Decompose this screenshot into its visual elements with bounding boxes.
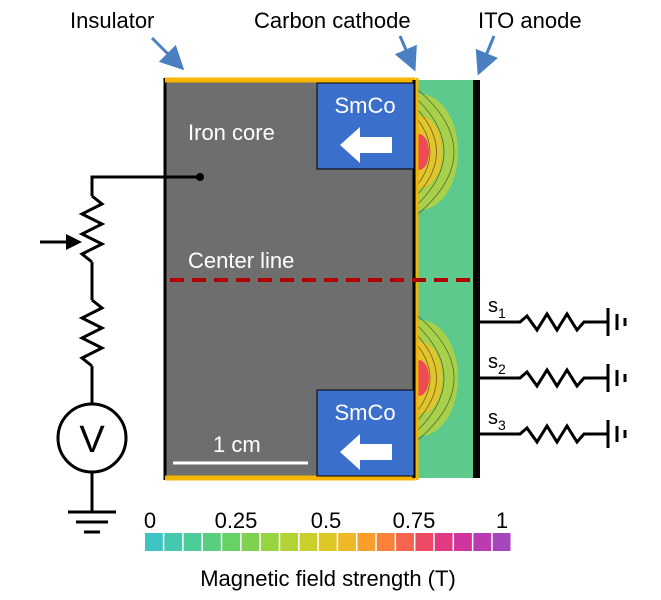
colorbar-swatch [145, 533, 163, 551]
colorbar-swatch [222, 533, 241, 551]
svg-text:s2: s2 [488, 351, 506, 377]
center-line-label: Center line [188, 248, 294, 273]
core-contact-dot [196, 173, 204, 181]
svg-text:s1: s1 [488, 295, 506, 321]
colorbar-swatch [299, 533, 318, 551]
colorbar-title: Magnetic field strength (T) [200, 566, 456, 591]
colorbar-swatch [338, 533, 356, 551]
ito-anode-label: ITO anode [478, 8, 582, 33]
magnet-bottom-arrow [340, 434, 392, 470]
colorbar-swatch [202, 533, 221, 551]
colorbar-tick-4: 1 [496, 508, 508, 533]
colorbar-swatch [376, 533, 395, 551]
colorbar-swatch [241, 533, 260, 551]
insulator-arrow [150, 36, 185, 71]
colorbar-tick-2: 0.5 [311, 508, 342, 533]
circuit-right [480, 308, 627, 448]
anode-arrow [475, 35, 498, 76]
colorbar-swatch [260, 533, 279, 551]
magnet-top-arrow [340, 127, 392, 163]
magnet-top [316, 82, 415, 170]
colorbar-swatch [280, 533, 299, 551]
s3-label: s3 [488, 407, 506, 433]
scale-label: 1 cm [213, 432, 261, 457]
insulator-label: Insulator [70, 8, 154, 33]
colorbar-swatch [164, 533, 183, 551]
voltmeter-label: V [79, 419, 105, 461]
colorbar [145, 533, 511, 551]
s2-label: s2 [488, 351, 506, 377]
colorbar-swatch [473, 533, 492, 551]
circuit-left [68, 175, 200, 534]
colorbar-swatch [434, 533, 453, 551]
colorbar-swatch [318, 533, 337, 551]
rheostat-arrow [40, 234, 82, 250]
colorbar-tick-1: 0.25 [215, 508, 258, 533]
carbon-cathode-label: Carbon cathode [254, 8, 411, 33]
magnet-bottom [316, 389, 415, 477]
colorbar-tick-0: 0 [144, 508, 156, 533]
cathode-arrow [394, 35, 417, 72]
s1-label: s1 [488, 295, 506, 321]
magnet-bottom-label: SmCo [334, 400, 395, 425]
colorbar-swatch [183, 533, 202, 551]
iron-core-label: Iron core [188, 120, 275, 145]
colorbar-swatch [454, 533, 472, 551]
svg-text:s3: s3 [488, 407, 506, 433]
colorbar-swatch [396, 533, 414, 551]
colorbar-swatch [357, 533, 376, 551]
colorbar-tick-3: 0.75 [393, 508, 436, 533]
colorbar-swatch [492, 533, 511, 551]
magnet-top-label: SmCo [334, 93, 395, 118]
voltmeter [56, 402, 128, 474]
ito-anode [473, 80, 480, 478]
colorbar-swatch [415, 533, 434, 551]
